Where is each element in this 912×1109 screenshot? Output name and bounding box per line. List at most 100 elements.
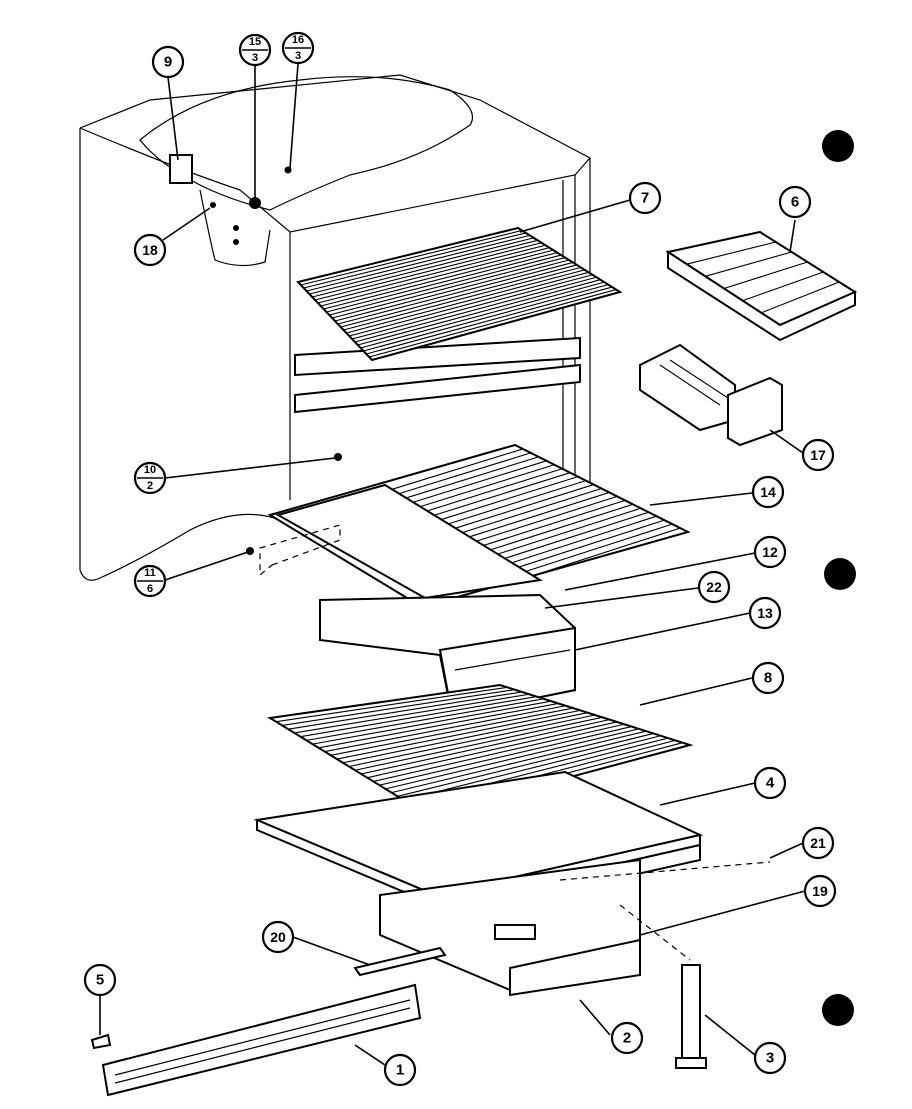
callout-16-3: 16 3: [281, 31, 315, 65]
shelf-wire: [354, 716, 603, 771]
shelf-wire: [476, 495, 618, 542]
shelf-wire: [288, 691, 523, 730]
middle-wire-shelf: [267, 683, 694, 817]
shelf-wire: [351, 274, 593, 340]
screw-strip: [353, 946, 447, 977]
svg-text:9: 9: [164, 54, 172, 71]
shelf-wire: [318, 702, 559, 749]
shelf-wire: [348, 714, 596, 768]
shelf-wire: [275, 686, 508, 723]
svg-text:11: 11: [144, 567, 156, 579]
shelf-wire: [532, 527, 681, 577]
shelf-wire: [349, 271, 589, 337]
shelf-wire: [324, 705, 566, 753]
shelf-wire: [323, 249, 554, 310]
shelf-wire: [379, 726, 632, 786]
svg-text:6: 6: [147, 583, 153, 595]
shelf-wire: [317, 244, 546, 304]
shelf-wire: [705, 251, 792, 277]
svg-text:4: 4: [766, 775, 775, 792]
shelf-wire: [742, 271, 824, 302]
shelf-wire: [312, 700, 552, 745]
shelf-wire: [314, 242, 542, 301]
callout-20: 20: [261, 920, 295, 954]
shelf-wire: [403, 735, 661, 801]
leveling-leg: [675, 964, 707, 1069]
callout-18: 18: [133, 233, 167, 267]
shelf-wire: [366, 286, 613, 355]
shelf-wire: [504, 511, 649, 559]
shelf-wire: [306, 698, 544, 741]
shelf-wire: [427, 468, 563, 512]
shelf-wire: [330, 707, 574, 756]
shelf-wire: [294, 693, 530, 734]
shelf-wire: [363, 284, 609, 352]
shelf-wire: [303, 232, 526, 289]
cabinet-liner: [79, 74, 591, 581]
shelf-wire: [300, 229, 523, 286]
shelf-wire: [373, 723, 625, 782]
shelf-wire: [434, 472, 571, 516]
svg-text:2: 2: [623, 1030, 631, 1047]
shelf-wire: [385, 728, 639, 790]
svg-text:17: 17: [810, 447, 826, 463]
ice-maker: [639, 343, 783, 447]
shelf-wire: [525, 523, 673, 572]
shelf-wire: [483, 499, 626, 546]
callout-22: 22: [697, 570, 731, 604]
callout-19: 19: [803, 874, 837, 908]
svg-text:12: 12: [762, 544, 778, 560]
shelf-wire: [329, 254, 562, 316]
leader-lines: [99, 63, 806, 1066]
svg-text:14: 14: [760, 484, 776, 500]
shelf-wire: [354, 276, 597, 343]
shelf-wire: [686, 241, 776, 265]
callout-13: 13: [748, 596, 782, 630]
svg-text:16: 16: [292, 34, 304, 46]
svg-text:19: 19: [812, 883, 828, 899]
registration-dot-icon: [822, 130, 854, 162]
crisper-cover-shelf: [267, 443, 691, 609]
shelf-wire: [723, 261, 808, 290]
svg-text:22: 22: [706, 579, 722, 595]
shelf-wire: [761, 281, 840, 314]
shelf-wire: [518, 519, 665, 568]
svg-text:6: 6: [791, 194, 799, 211]
shelf-wire: [469, 491, 610, 538]
svg-text:13: 13: [757, 605, 773, 621]
shelf-wire: [332, 257, 566, 319]
svg-text:1: 1: [396, 1062, 404, 1079]
shelf-wire: [497, 507, 641, 555]
ice-cube-tray: [665, 230, 858, 342]
shelf-wire: [413, 460, 547, 503]
shelf-wire: [490, 503, 634, 551]
shelf-wire: [320, 247, 550, 307]
shelf-wire: [342, 712, 588, 764]
shelf-wire: [309, 237, 534, 295]
shelf-wire: [282, 689, 515, 727]
shelf-wire: [369, 289, 617, 358]
shelf-wire: [398, 452, 531, 495]
svg-text:21: 21: [810, 835, 826, 851]
shelf-wire: [462, 487, 602, 534]
registration-dot-icon: [824, 558, 856, 590]
shelf-wire: [361, 719, 610, 775]
shelf-wire: [360, 281, 605, 349]
svg-text:2: 2: [147, 480, 153, 492]
shelf-wire: [334, 259, 570, 322]
callout-6: 6: [778, 185, 812, 219]
svg-text:3: 3: [766, 1050, 774, 1067]
base-grille: [101, 983, 422, 1097]
top-wire-shelf: [296, 226, 623, 362]
callout-21: 21: [801, 826, 835, 860]
callout-2: 2: [610, 1021, 644, 1055]
shelf-wire: [367, 721, 618, 779]
callout-9: 9: [151, 45, 185, 79]
registration-dot-icon: [822, 994, 854, 1026]
callout-11-6: 11 6: [133, 564, 167, 598]
callout-1: 1: [383, 1053, 417, 1087]
svg-text:3: 3: [295, 50, 301, 62]
callout-4: 4: [753, 766, 787, 800]
